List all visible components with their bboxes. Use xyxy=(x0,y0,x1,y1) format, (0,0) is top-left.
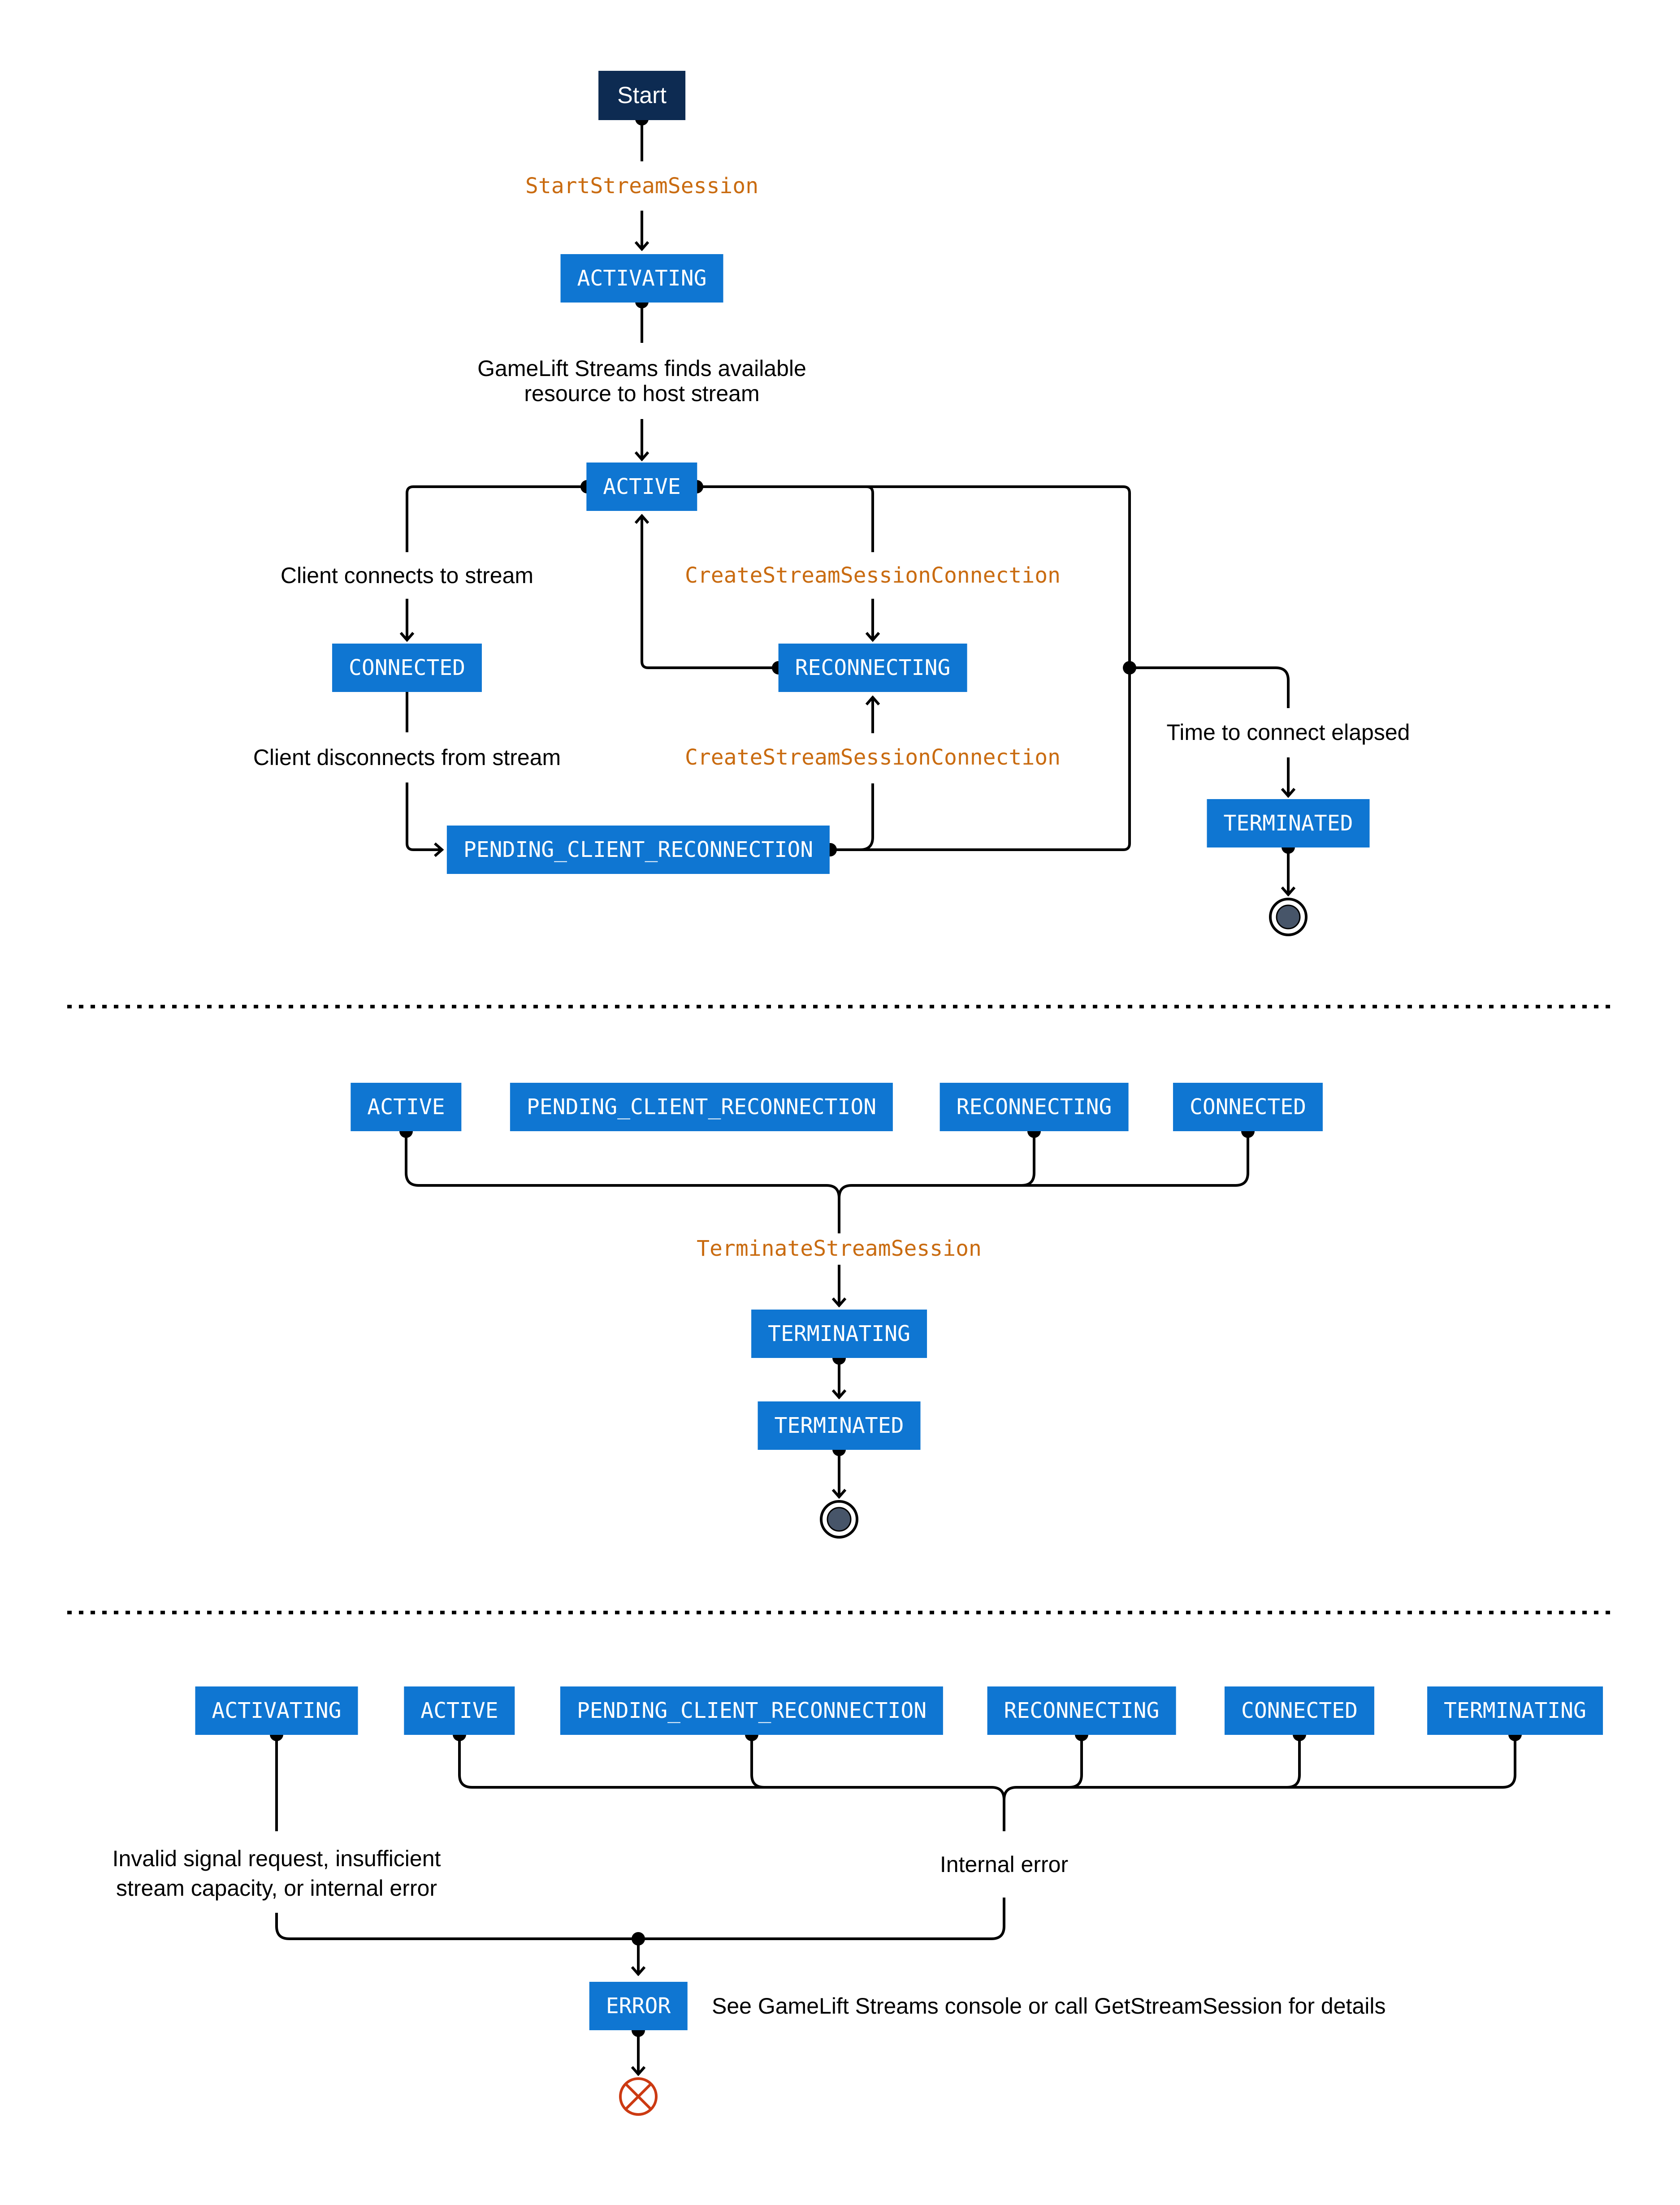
section3-edges xyxy=(275,1735,1516,2074)
end-state-icon xyxy=(820,1500,858,1539)
state-reconnecting: RECONNECTING xyxy=(940,1083,1129,1131)
junction-dots xyxy=(270,112,1522,2037)
state-connected: CONNECTED xyxy=(332,644,482,692)
state-terminating: TERMINATING xyxy=(1427,1686,1603,1735)
error-end-icon xyxy=(619,2077,658,2116)
edge-label-finds-resource-line2: resource to host stream xyxy=(520,380,763,407)
state-active: ACTIVE xyxy=(586,463,697,511)
state-active: ACTIVE xyxy=(404,1686,515,1735)
edge-label-create-stream-session-connection-bottom: CreateStreamSessionConnection xyxy=(680,743,1065,772)
state-activating: ACTIVATING xyxy=(560,254,723,303)
state-connected: CONNECTED xyxy=(1173,1083,1323,1131)
edge-label-client-disconnects: Client disconnects from stream xyxy=(249,744,565,771)
edge-label-internal-error: Internal error xyxy=(936,1850,1072,1878)
edge-label-see-console: See GameLift Streams console or call Get… xyxy=(708,1992,1390,2020)
edge-label-invalid-signal-line2: stream capacity, or internal error xyxy=(113,1874,441,1902)
state-pending-client-reconnection: PENDING_CLIENT_RECONNECTION xyxy=(560,1686,944,1735)
state-reconnecting: RECONNECTING xyxy=(987,1686,1176,1735)
state-error: ERROR xyxy=(589,1982,688,2030)
state-activating: ACTIVATING xyxy=(195,1686,358,1735)
state-pending-client-reconnection: PENDING_CLIENT_RECONNECTION xyxy=(446,826,830,874)
edge-label-time-to-connect-elapsed: Time to connect elapsed xyxy=(1163,718,1414,746)
state-terminated: TERMINATED xyxy=(1207,799,1370,847)
section1-edges xyxy=(407,119,1288,895)
edge-label-finds-resource-line1: GameLift Streams finds available xyxy=(474,355,810,382)
state-terminated: TERMINATED xyxy=(758,1401,921,1450)
state-reconnecting: RECONNECTING xyxy=(778,644,967,692)
state-terminating: TERMINATING xyxy=(751,1310,927,1358)
edge-label-client-connects: Client connects to stream xyxy=(277,562,537,589)
edge-label-start-stream-session: StartStreamSession xyxy=(520,172,763,200)
edge-label-create-stream-session-connection-top: CreateStreamSessionConnection xyxy=(680,561,1065,590)
state-connected: CONNECTED xyxy=(1224,1686,1375,1735)
edge-label-terminate-stream-session: TerminateStreamSession xyxy=(692,1234,986,1263)
state-pending-client-reconnection: PENDING_CLIENT_RECONNECTION xyxy=(510,1083,893,1131)
edge-label-invalid-signal-line1: Invalid signal request, insufficient xyxy=(108,1845,445,1872)
section-divider-lines xyxy=(67,1005,1614,1614)
section2-edges xyxy=(405,1132,1249,1497)
state-active: ACTIVE xyxy=(351,1083,462,1131)
state-start: Start xyxy=(598,71,685,120)
end-state-icon xyxy=(1269,898,1308,936)
